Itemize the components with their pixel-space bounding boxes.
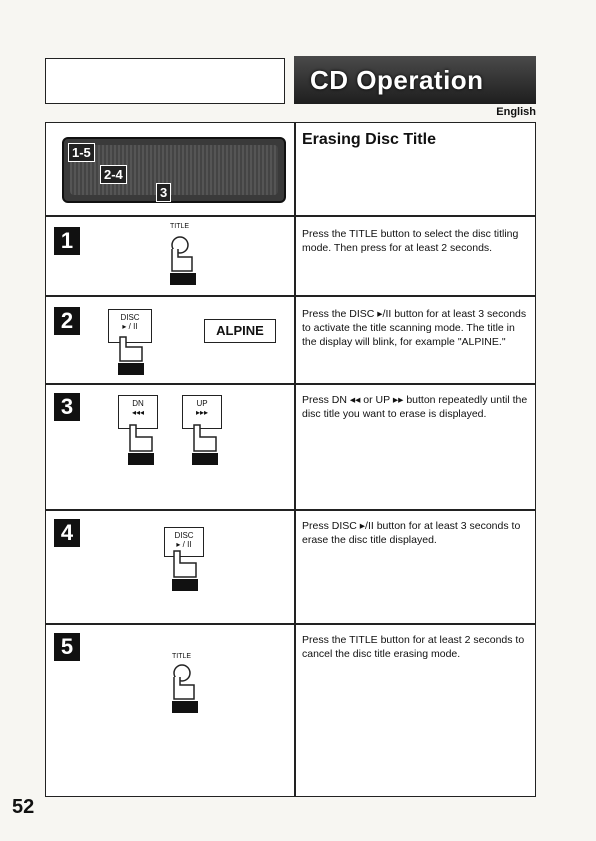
up-button-label: UP <box>196 399 208 408</box>
rewind-icon: ◂◂◂ <box>131 408 145 417</box>
disc-button-sublabel: ▸ / II <box>176 540 192 549</box>
step-2-text: Press the DISC ▸/II button for at least … <box>302 308 527 348</box>
step-5-text: Press the TITLE button for at least 2 se… <box>302 634 525 660</box>
section-banner: CD Operation <box>294 56 536 104</box>
head-unit-illustration: 1-5 2-4 3 <box>62 137 286 203</box>
step-3-number: 3 <box>54 393 80 421</box>
row-divider <box>46 383 535 385</box>
title-button-label: TITLE <box>172 653 192 660</box>
pressing-hand-icon <box>192 424 218 465</box>
language-label: English <box>496 106 536 118</box>
pressing-hand-icon <box>128 424 154 465</box>
banner-title: CD Operation <box>310 64 484 95</box>
disc-button-label: DISC <box>120 313 140 322</box>
row-divider <box>46 295 535 297</box>
step-3-text: Press DN ◂◂ or UP ▸▸ button repeatedly u… <box>302 394 528 420</box>
callout-1-5: 1-5 <box>68 143 95 162</box>
row-divider <box>46 215 535 217</box>
page-number: 52 <box>12 796 35 818</box>
callout-3: 3 <box>156 183 172 202</box>
dn-button: DN ◂◂◂ <box>118 395 158 429</box>
disc-play-pause-button: DISC ▸ / II <box>108 309 152 343</box>
row-divider <box>46 623 535 625</box>
pressing-hand-icon <box>172 664 198 713</box>
blinking-display: ALPINE <box>204 319 276 343</box>
row-divider <box>46 509 535 511</box>
step-2-number: 2 <box>54 307 80 335</box>
disc-button-sublabel: ▸ / II <box>122 322 138 331</box>
step-1-text: Press the TITLE button to select the dis… <box>302 228 519 254</box>
step-5-number: 5 <box>54 633 80 661</box>
disc-button-label: DISC <box>174 531 194 540</box>
step-4-number: 4 <box>54 519 80 547</box>
disc-play-pause-button: DISC ▸ / II <box>164 527 204 557</box>
step-1-number: 1 <box>54 227 80 255</box>
up-button: UP ▸▸▸ <box>182 395 222 429</box>
fast-forward-icon: ▸▸▸ <box>195 408 209 417</box>
instruction-table: 1-5 2-4 3 Erasing Disc Title 1 TITLE Pre… <box>45 122 536 797</box>
callout-2-4: 2-4 <box>100 165 127 184</box>
step-4-text: Press DISC ▸/II button for at least 3 se… <box>302 520 521 546</box>
pressing-hand-icon <box>170 236 196 285</box>
blank-box <box>45 58 285 104</box>
pressing-hand-icon <box>172 550 198 591</box>
dn-button-label: DN <box>132 399 144 408</box>
section-title: Erasing Disc Title <box>302 131 436 148</box>
pressing-hand-icon <box>118 336 144 375</box>
title-button-label: TITLE <box>170 223 190 230</box>
column-divider <box>294 123 296 796</box>
